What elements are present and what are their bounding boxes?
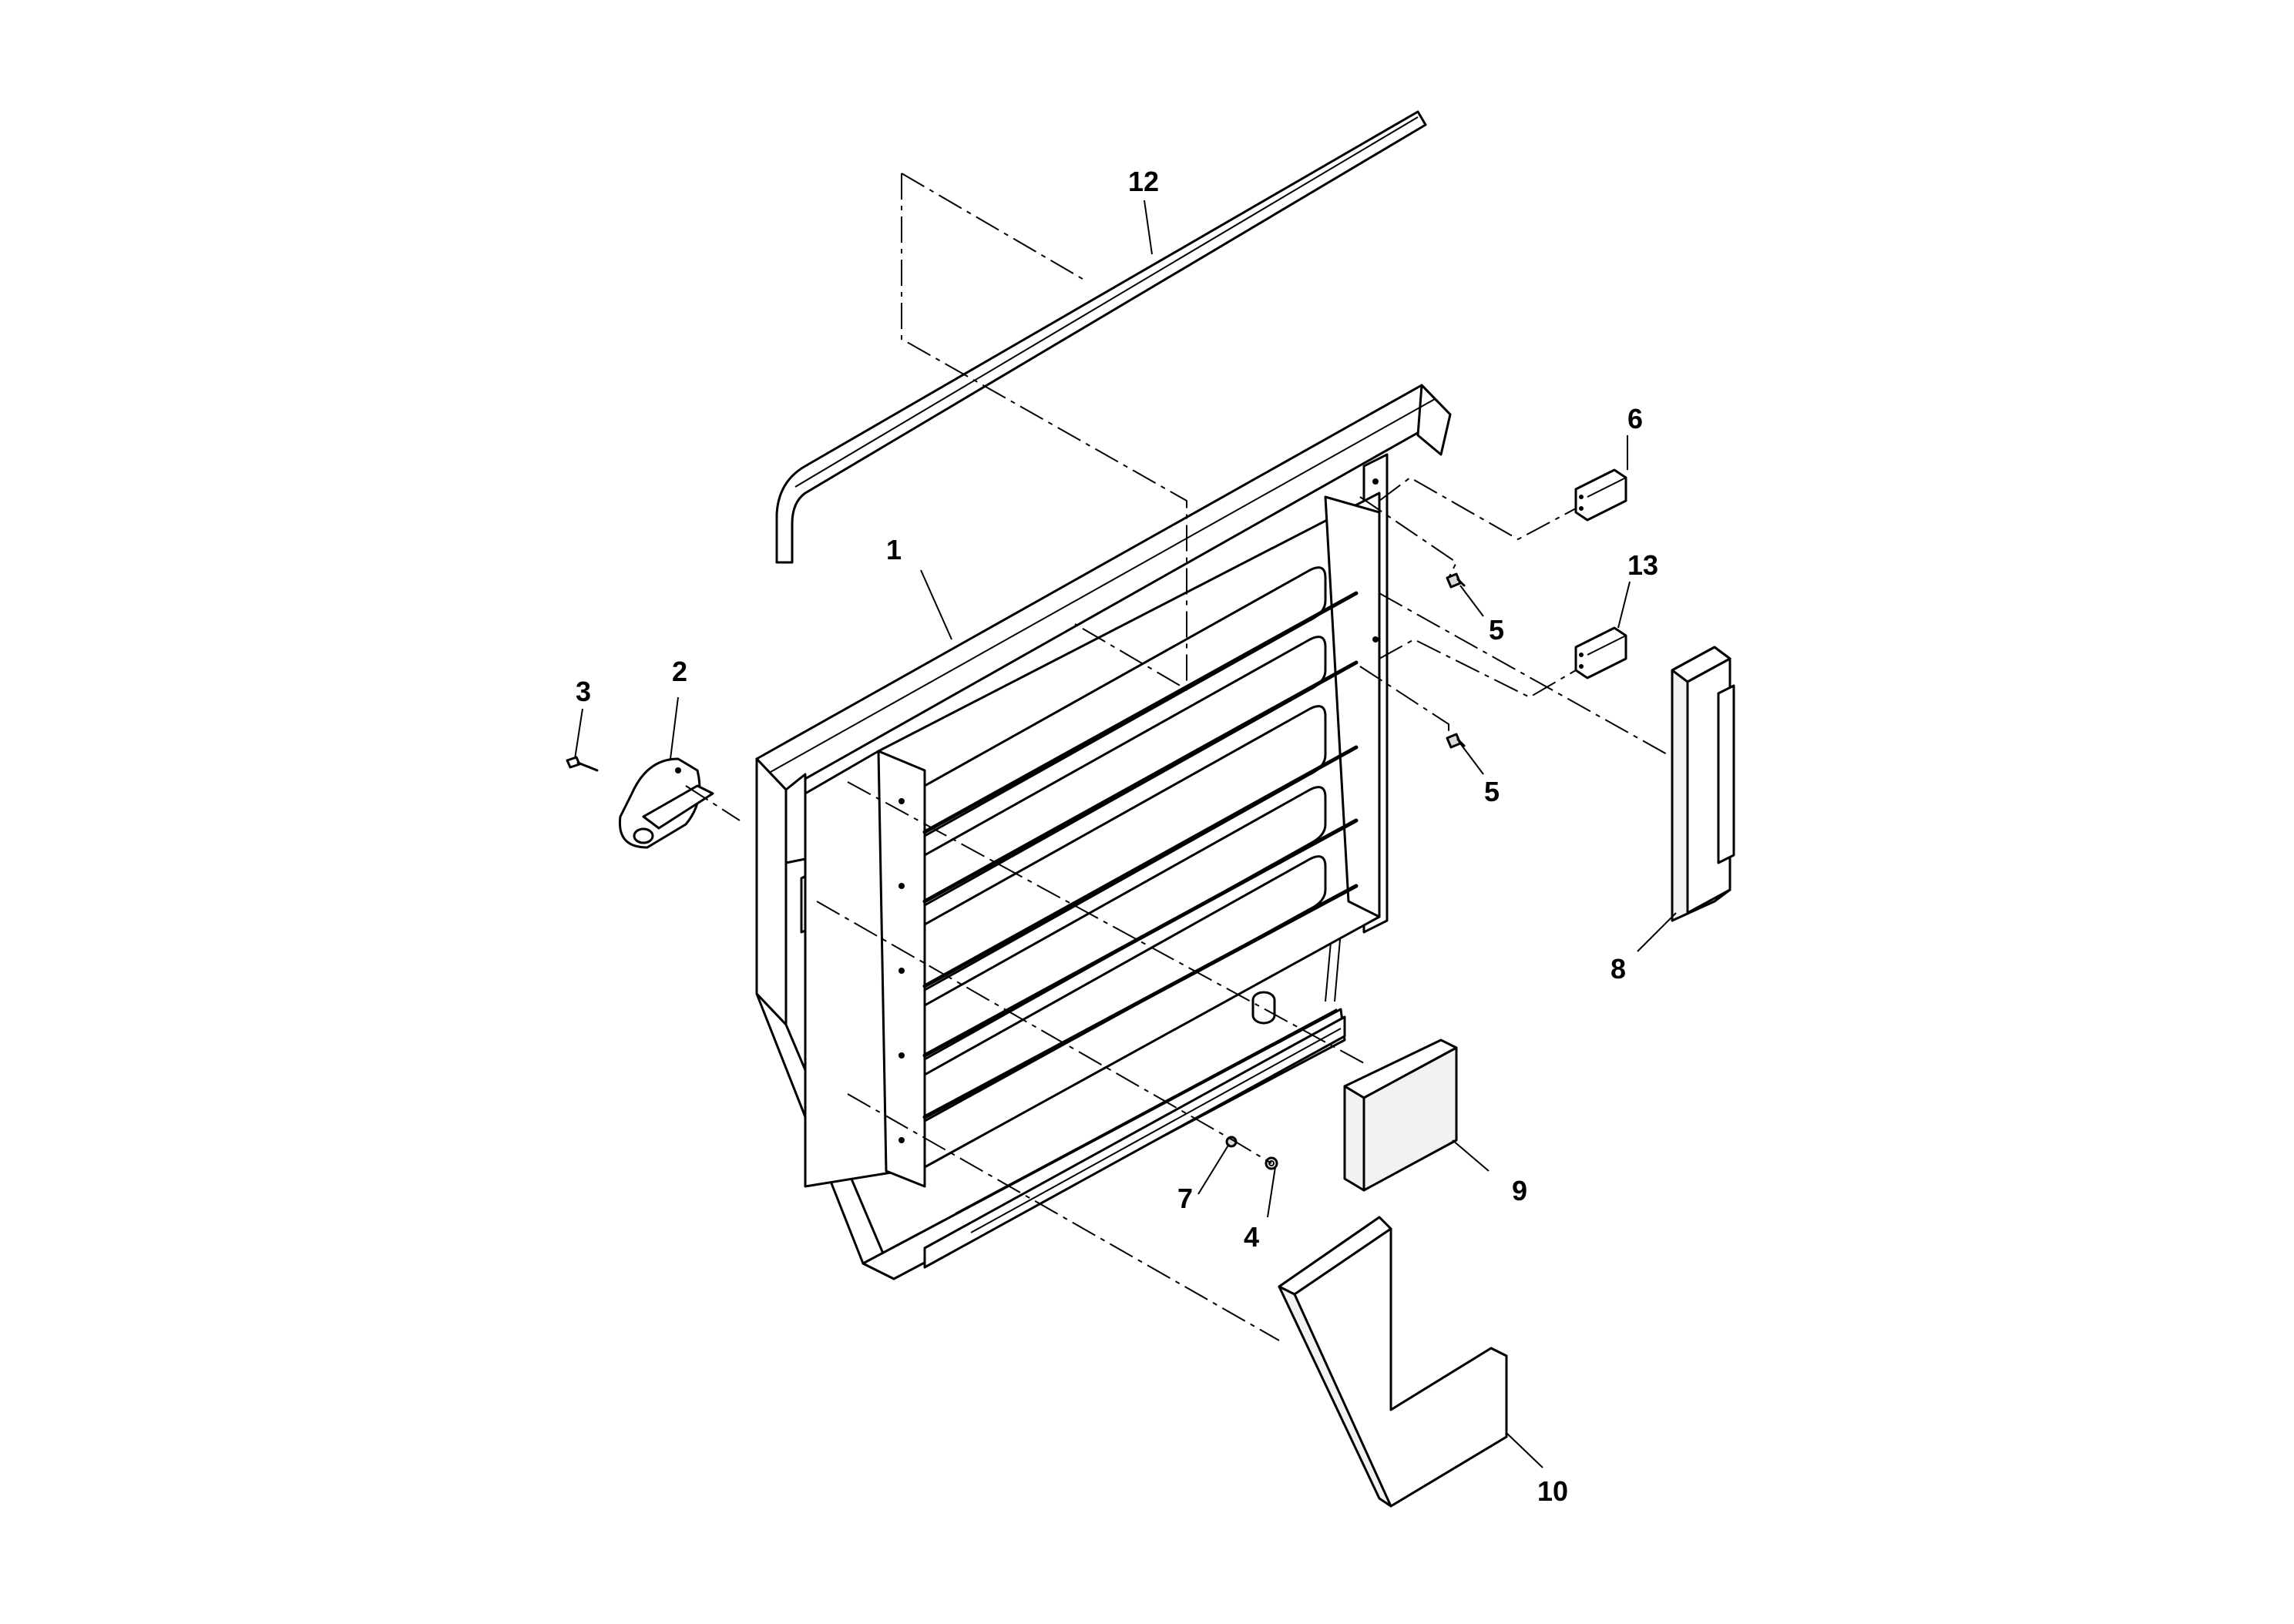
leader-lines (574, 200, 1677, 1468)
callout-6: 6 (1627, 403, 1643, 435)
part-2-latch-bracket (618, 757, 714, 849)
part-6-hinge-block (1574, 468, 1627, 522)
callout-8: 8 (1611, 953, 1626, 985)
rivet-holes (898, 478, 1379, 1143)
callout-5-upper: 5 (1489, 614, 1504, 646)
callout-3: 3 (576, 676, 591, 707)
callout-9: 9 (1512, 1175, 1527, 1206)
assembly-lines (685, 173, 1669, 1341)
callout-13: 13 (1627, 549, 1658, 581)
callout-2: 2 (672, 656, 687, 687)
part-13-hinge-block (1574, 626, 1627, 679)
part-8-foam-seal (1671, 646, 1735, 922)
part-3-screw (566, 756, 599, 772)
callout-10: 10 (1537, 1475, 1568, 1507)
part-10-l-foam (1278, 1216, 1508, 1508)
callout-labels: 1 2 3 4 5 5 6 7 8 9 10 12 13 (576, 166, 1658, 1507)
part-12-seal-strip (775, 110, 1427, 564)
part-5-bolt-upper (1446, 572, 1466, 589)
cooling-tubes (923, 566, 1327, 1122)
callout-4: 4 (1244, 1221, 1259, 1253)
part-9-foam-block (1343, 1038, 1458, 1192)
callout-7: 7 (1177, 1183, 1193, 1214)
callout-1: 1 (886, 534, 902, 565)
callout-12: 12 (1128, 166, 1159, 197)
callout-5-lower: 5 (1484, 776, 1500, 807)
radiator-core-panel (804, 478, 1381, 1188)
